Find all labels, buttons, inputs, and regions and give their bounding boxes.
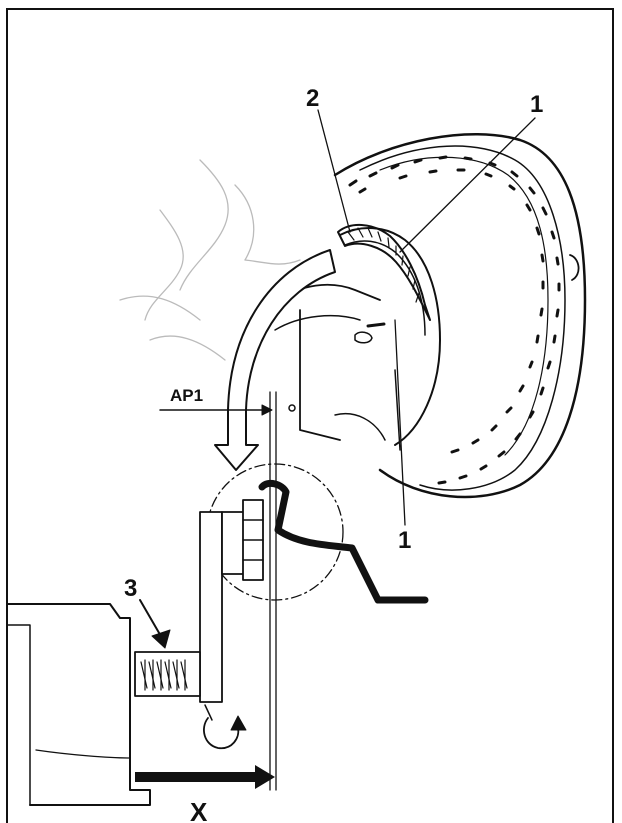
vehicle-sketch [119, 159, 301, 361]
crank-arm [258, 479, 429, 604]
rotation-arrow [214, 249, 336, 471]
balancer-machine-body [8, 603, 151, 806]
callout-3-leader [139, 599, 163, 639]
tread-blocks [348, 155, 561, 485]
ap1-dimension [159, 404, 273, 416]
callout-3-label: 3 [124, 575, 137, 602]
small-rotation-arrow [203, 704, 247, 750]
x-label: X [190, 797, 208, 823]
measuring-arm [199, 499, 264, 703]
callout-1-bottom-label: 1 [398, 527, 411, 554]
callout-2-label: 2 [306, 85, 319, 112]
threaded-shaft [134, 651, 201, 697]
ap1-label: AP1 [170, 386, 203, 405]
callout-1-top-leader [399, 117, 536, 253]
callout-1-bottom-leader [394, 319, 406, 526]
callout-2-leader [317, 109, 351, 233]
detail-circle [206, 463, 344, 601]
callout-1-top-label: 1 [530, 91, 543, 118]
x-dimension-arrow [135, 765, 275, 789]
tyre-wheel [274, 132, 587, 499]
